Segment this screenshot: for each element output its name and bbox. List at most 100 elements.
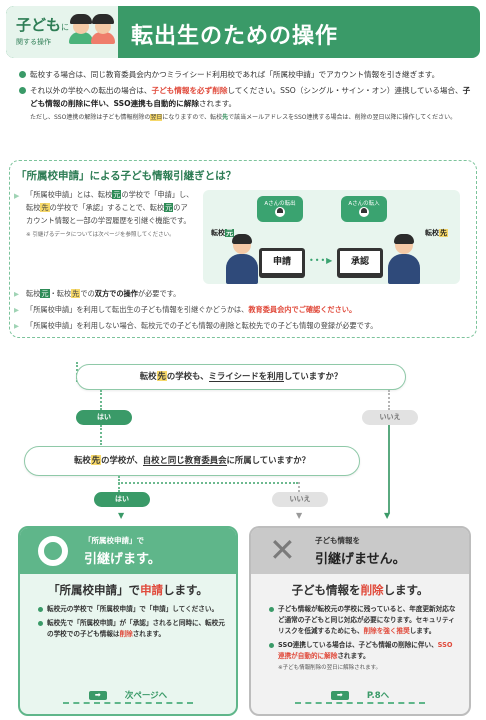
emphasis-red: 削除	[119, 630, 133, 638]
text: になりますので、転校	[162, 114, 223, 121]
arrow-right-icon: ➡	[88, 691, 107, 700]
arrow-down-icon: ▼	[384, 511, 391, 520]
card-header: 「所属校申請」で 引継げます。	[20, 528, 236, 574]
card-subtitle: 子ども情報を	[315, 536, 360, 545]
next-page-link[interactable]: ➡ 次ページへ	[63, 690, 193, 704]
intro-section: 転校する場合は、同じ教育委員会内かつミライシード利用校であれば「所属校申請」でア…	[18, 68, 473, 123]
text: 「所属校申請」で	[48, 583, 141, 597]
bubble-label: Aさんの転出	[264, 201, 296, 207]
highlight-green: 元	[112, 190, 122, 199]
list-item: SSO連携している場合は、子ども情報の削除に伴い、SSO連携が自動的に解除されま…	[269, 640, 459, 674]
highlight-green: 元	[164, 203, 174, 212]
arrow-down-icon: ▼	[118, 511, 125, 520]
text: してください。SSO（シングル・サイン・オン）連携している場合、	[227, 86, 463, 95]
text: の学校で「申請」し、転校	[26, 190, 194, 212]
text: に所属していますか？	[226, 455, 311, 465]
bubble-outgoing: Aさんの転出	[257, 196, 303, 222]
bubble-incoming: Aさんの転入	[341, 196, 387, 222]
emphasis-underline: ミライシードを利用	[208, 371, 284, 382]
text: 「所属校申請」とは、転校	[26, 190, 113, 199]
student-icon	[275, 207, 285, 217]
text: ただし、SSO連携の解除は子ども情報削除の	[30, 114, 151, 121]
card-heading: 「所属校申請」で申請します。	[20, 582, 236, 598]
text: していますか？	[283, 371, 343, 381]
text: します。	[383, 583, 429, 597]
text: 転校	[139, 371, 157, 381]
school-origin-label: 転校元	[211, 228, 234, 238]
answer-no-2: いいえ	[272, 492, 328, 507]
student-icon	[359, 207, 369, 217]
flow-connector	[100, 425, 102, 445]
text: の学校も、	[166, 371, 209, 381]
info-box-title: 「所属校申請」による子ども情報引継ぎとは？	[16, 170, 237, 182]
boy-avatar-icon	[69, 14, 93, 44]
answer-yes-2: はい	[94, 492, 150, 507]
text: 子ども情報が転校元の学校に残っていると、年度更新対応など通常の子どもと同じ対応が…	[278, 605, 456, 635]
text: 転校先で「所属校申請」が「承認」されると同時に、転校元の学校での子ども情報は	[47, 619, 225, 638]
footnote: ※ 引継げるデータについては次ページを参照してください。	[26, 232, 175, 238]
apply-label: 申請	[262, 251, 302, 273]
list-item: 転校先で「所属校申請」が「承認」されると同時に、転校元の学校での子ども情報は削除…	[38, 618, 226, 640]
flow-connector	[118, 476, 120, 492]
text: それ以外の学校への転出の場合は、	[30, 86, 152, 95]
emphasis-bold: 双方での操作	[94, 289, 138, 298]
text: 転校	[211, 229, 225, 237]
text: されます。	[198, 99, 237, 108]
text: ・転校	[49, 289, 72, 298]
list-item: 子ども情報が転校元の学校に残っていると、年度更新対応など通常の子どもと同じ対応が…	[269, 604, 459, 637]
arrow-right-icon: •••▶	[309, 256, 334, 265]
list-item: 転校元の学校で「所属校申請」で「申請」してください。	[38, 604, 226, 615]
circle-ok-icon	[38, 536, 68, 566]
tag-main: 子ども	[16, 16, 62, 34]
school-destination-label: 転校先	[425, 228, 448, 238]
bubble-label: Aさんの転入	[348, 201, 380, 207]
text: します。	[409, 627, 436, 635]
highlight: 翌日	[150, 114, 163, 121]
highlight-yellow: 先	[90, 455, 102, 465]
transfer-illustration: Aさんの転出 Aさんの転入 転校元 申請 •••▶ 承認 転校先	[203, 190, 460, 284]
text: の学校が、	[101, 455, 143, 465]
text: 「所属校申請」を利用して転出生の子ども情報を引継ぐかどうかは、	[26, 305, 249, 314]
text: 転校	[73, 455, 91, 465]
page-8-link[interactable]: ➡ P.8へ	[295, 690, 425, 704]
answer-no-1: いいえ	[362, 410, 418, 425]
intro-bullet-2: それ以外の学校への転出の場合は、子ども情報を必ず削除してください。SSO（シング…	[18, 84, 473, 110]
result-card-not-transferable: ✕ 子ども情報を 引継げません。 子ども情報を削除します。 子ども情報が転校元の…	[249, 526, 471, 716]
emphasis-underline: 自校と同じ教育委員会	[142, 455, 227, 466]
intro-bullet-1: 転校する場合は、同じ教育委員会内かつミライシード利用校であれば「所属校申請」でア…	[18, 68, 473, 81]
text: されます。	[337, 652, 370, 660]
flow-connector	[388, 390, 390, 410]
text: での	[80, 289, 95, 298]
question-2: 転校先の学校が、自校と同じ教育委員会に所属していますか？	[24, 446, 360, 476]
teacher-man-icon	[387, 234, 421, 284]
text: 子ども情報を	[291, 583, 361, 597]
highlight-yellow: 先	[439, 229, 448, 237]
arrow-right-icon: ➡	[330, 691, 349, 700]
category-tag: 子どもに 関する操作	[6, 6, 118, 58]
highlight-yellow: 先	[40, 203, 50, 212]
page-title: 転出生のための操作	[131, 24, 339, 49]
highlight-green: 元	[40, 289, 50, 298]
tag-sub: 関する操作	[16, 38, 51, 46]
emphasis-red: 教育委員会内でご確認ください。	[248, 305, 357, 314]
link-label: 次ページへ	[124, 691, 168, 701]
text: 転校	[26, 289, 41, 298]
question-1: 転校先の学校も、ミライシードを利用していますか？	[76, 364, 406, 390]
card-steps: 子ども情報が転校元の学校に残っていると、年度更新対応など通常の子どもと同じ対応が…	[269, 604, 459, 677]
card-title: 引継げます。	[84, 552, 161, 567]
emphasis-red: 削除を強く推奨	[363, 627, 410, 635]
text: 転校	[425, 229, 439, 237]
flow-line-no-1	[388, 425, 390, 513]
text: で該当メールアドレスをSSO連携する場合は、削除の翌日以降に操作してください。	[228, 114, 457, 121]
emphasis-red: SSO連携が自動的に解除	[278, 641, 453, 660]
cross-icon: ✕	[269, 531, 296, 569]
arrow-down-icon: ▼	[296, 511, 303, 520]
flow-connector	[118, 482, 298, 484]
info-bullet-1: 転校元・転校先での双方での操作が必要です。	[14, 288, 180, 300]
girl-avatar-icon	[91, 14, 115, 44]
info-box	[9, 160, 477, 338]
laptop-approve: 承認	[337, 248, 383, 278]
triangle-bullet-icon: ▶	[14, 192, 20, 200]
link-label: P.8へ	[366, 691, 390, 701]
info-box-description: ▶ 「所属校申請」とは、転校元の学校で「申請」し、転校先の学校で「承認」すること…	[14, 188, 194, 240]
